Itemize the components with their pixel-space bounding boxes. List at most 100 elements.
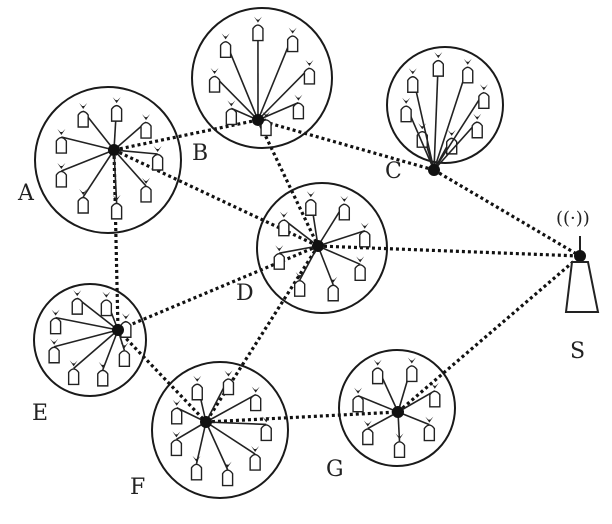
sensor-node-antenna [172,431,180,437]
sensor-node-body [251,395,261,411]
sensor-node-body [51,318,61,334]
sensor-node-body [472,122,482,138]
sensor-node-body [112,106,122,122]
sensor-node-icon [293,95,303,119]
sensor-node-antenna [434,52,442,58]
sensor-node-icon [373,360,383,384]
sensor-node-body [407,366,417,382]
sensor-node-icon [355,256,365,280]
sink-label: S [570,339,585,364]
sensor-node-body [49,347,59,363]
sensor-node-icon [424,417,434,441]
sensor-node-antenna [222,33,230,39]
sensor-node-icon [295,272,305,296]
sensor-node-antenna [361,223,369,229]
cluster-spoke [61,150,114,171]
sensor-node-antenna [57,129,65,135]
cluster-label: E [32,401,48,426]
sensor-node-antenna [305,60,313,66]
sensor-node-antenna [122,313,130,319]
sensor-node-antenna [402,98,410,104]
sensor-node-body [192,464,202,480]
sensor-node-antenna [356,256,364,262]
cluster-head-node [112,324,124,336]
sensor-node-body [141,123,151,139]
sensor-node-body [363,429,373,445]
sensor-node-body [430,391,440,407]
sensor-node-icon [223,462,233,486]
cluster-label: D [236,281,254,306]
sensor-node-body [141,186,151,202]
sensor-node-icon [430,383,440,407]
sensor-node-antenna [251,446,259,452]
cluster-c: C [385,47,503,184]
sensor-node-antenna [79,103,87,109]
sensor-node-icon [288,28,298,52]
sensor-node-body [304,68,314,84]
cluster-label: F [130,475,145,500]
cluster-f: F [130,362,288,500]
sensor-node-body [463,67,473,83]
sensor-node-icon [72,290,82,314]
sensor-node-icon [98,362,108,386]
sensor-node-icon [78,103,88,127]
sensor-node-antenna [289,28,297,34]
sensor-node-body [210,77,220,93]
link-d-s [318,246,580,256]
sensor-node-icon [101,292,111,316]
sensor-node-body [119,351,129,367]
sensor-node-antenna [173,400,181,406]
sensor-node-antenna [52,310,60,316]
sensor-node-icon [306,191,316,215]
sink-wave-icon: ((·)) [556,208,590,229]
sensor-node-antenna [480,84,488,90]
sensor-node-icon [363,421,373,445]
sensor-node-antenna [254,17,262,23]
sensor-node-antenna [280,212,288,218]
sensor-node-antenna [473,114,481,120]
link-g-s [398,256,580,412]
sensor-node-antenna [50,339,58,345]
cluster-a: A [17,87,181,233]
sensor-node-body [274,254,284,270]
sensor-node-body [373,368,383,384]
sensor-node-icon [56,129,66,153]
sensor-node-antenna [193,456,201,462]
cluster-spoke [56,318,118,330]
sensor-node-icon [339,196,349,220]
sensor-node-antenna [364,421,372,427]
cluster-d: D [236,183,387,313]
sensor-node-icon [353,388,363,412]
cluster-label: C [385,159,402,184]
sensor-node-body [78,112,88,128]
sensor-node-icon [304,60,314,84]
sensor-node-antenna [142,114,150,120]
sensor-node-antenna [354,388,362,394]
sensor-node-body [355,265,365,281]
sensor-node-body [295,281,305,297]
cluster-head-node [200,416,212,428]
sensor-node-body [288,36,298,52]
sensor-node-body [223,379,233,395]
sensor-node-icon [69,360,79,384]
sensor-node-body [433,61,443,77]
sensor-node-body [153,155,163,171]
cluster-spoke [206,422,266,424]
sensor-node-body [101,300,111,316]
sensor-node-body [279,220,289,236]
sensor-node-body [353,396,363,412]
clusters-layer: ABCDEFG [17,8,503,500]
cluster-spoke [197,422,206,464]
sensor-node-icon [221,33,231,57]
sensor-node-icon [172,400,182,424]
sensor-node-body [78,197,88,213]
sensor-node-body [221,42,231,58]
sensor-node-icon [51,310,61,334]
sensor-node-icon [472,114,482,138]
cluster-label: A [17,181,35,206]
sensor-node-body [112,203,122,219]
cluster-label: B [192,141,208,166]
sensor-node-body [223,470,233,486]
sensor-node-body [172,408,182,424]
sensor-node-icon [407,357,417,381]
